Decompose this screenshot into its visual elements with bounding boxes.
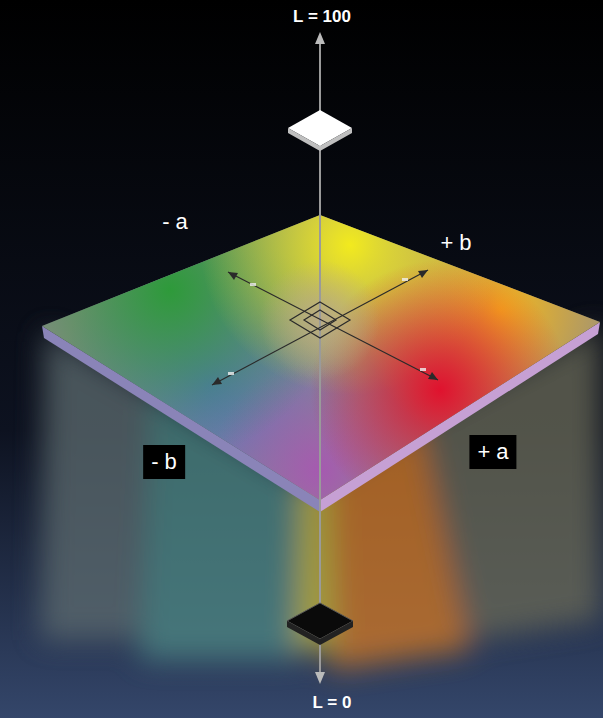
axis-label: L = 0 (313, 694, 352, 711)
axis-label: - a (162, 211, 188, 233)
axis-label: L = 100 (293, 8, 351, 25)
axis-label: + a (469, 435, 516, 469)
axis-label: - b (143, 445, 185, 479)
axis-label: + b (440, 232, 471, 254)
